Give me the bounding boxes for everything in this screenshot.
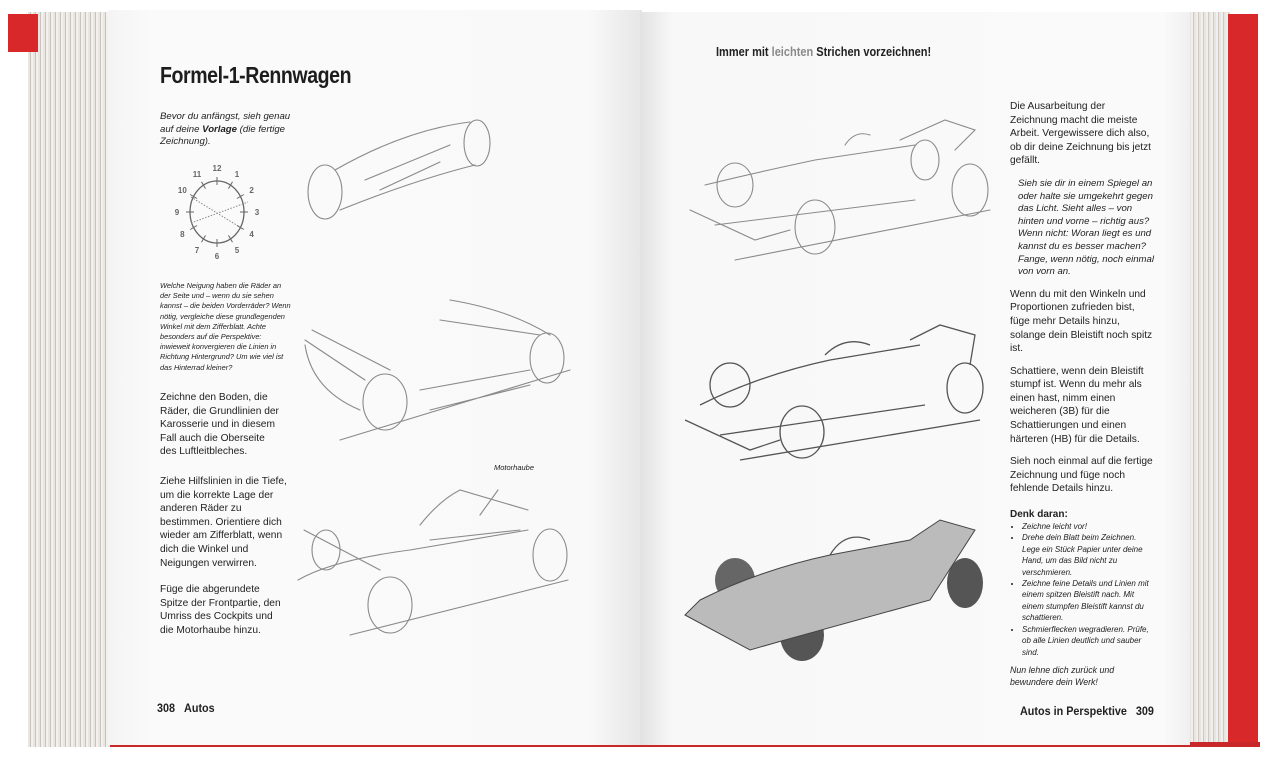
- paragraph-4: Sieh noch einmal auf die fertige Zeichnu…: [1010, 456, 1153, 495]
- right-text-column: Die Ausarbeitung der Zeichnung macht die…: [1010, 100, 1155, 688]
- paragraph-1: Die Ausarbeitung der Zeichnung macht die…: [1010, 101, 1152, 167]
- step-3-text: Füge die abgerundete Spitze der Frontpar…: [160, 584, 281, 636]
- clock-tick: [236, 225, 245, 230]
- paragraph-3: Schattiere, wenn dein Bleistift stumpf i…: [1010, 365, 1144, 445]
- clock-tick: [201, 235, 206, 243]
- page-footer-left: 308 Autos: [157, 701, 215, 715]
- clock-number: 8: [180, 230, 185, 239]
- clock-number: 4: [249, 230, 254, 239]
- clock-tick: [236, 194, 245, 199]
- page-header: Immer mit leichten Strichen vorzeichnen!: [716, 45, 932, 59]
- motorhaube-label: Motorhaube: [494, 463, 535, 472]
- tips-title: Denk daran:: [1010, 509, 1068, 521]
- clock-number: 3: [255, 208, 260, 217]
- book-cover-left: [8, 14, 38, 52]
- tips-box: Denk daran: Zeichne leicht vor! Drehe de…: [1010, 508, 1155, 688]
- clock-number: 2: [249, 186, 254, 195]
- left-text-column: Bevor du anfängst, sieh genau auf deine …: [160, 111, 292, 637]
- section-left: Autos: [184, 701, 215, 715]
- clock-number: 5: [235, 246, 240, 255]
- tip-item: Drehe dein Blatt beim Zeichnen. Lege ein…: [1022, 532, 1155, 578]
- tip-item: Schmierflecken wegradieren. Prüfe, ob al…: [1022, 624, 1155, 658]
- clock-numbers: 12 12 3 45 6 7 8 9 10 11: [175, 164, 260, 261]
- page-footer-right: Autos in Perspektive 309: [1020, 704, 1154, 718]
- sketch-step-2: [304, 299, 571, 441]
- paragraph-1-italic: Sieh sie dir in einem Spiegel an oder ha…: [1018, 177, 1154, 278]
- finished-drawing: [684, 519, 983, 661]
- page-title: Formel-1-Rennwagen: [160, 62, 352, 88]
- intro-text: Bevor du anfängst, sieh genau auf deine …: [160, 111, 291, 148]
- clock-number: 10: [178, 186, 187, 195]
- tips-list: Zeichne leicht vor! Drehe dein Blatt bei…: [1010, 521, 1155, 658]
- clock-number: 12: [213, 164, 222, 173]
- clock-number: 6: [215, 252, 220, 261]
- step-1-text: Zeichne den Boden, die Räder, die Grundl…: [160, 392, 279, 458]
- clock-tick: [228, 181, 233, 189]
- page-number-right: 309: [1135, 704, 1154, 718]
- book-cover-right: [1228, 14, 1258, 747]
- clock-tick: [201, 181, 206, 189]
- clock-tick: [189, 194, 198, 199]
- clock-number: 1: [235, 170, 240, 179]
- sketch-step-1: [307, 119, 491, 220]
- paragraph-2: Wenn du mit den Winkeln und Proportionen…: [1010, 288, 1153, 355]
- closing-text: Nun lehne dich zurück und bewundere dein…: [1010, 664, 1115, 687]
- sketch-step-5: [684, 324, 984, 461]
- step-2-text: Ziehe Hilfslinien in die Tiefe, um die k…: [160, 476, 287, 569]
- perspective-note: Welche Neigung haben die Räder an der Se…: [160, 281, 291, 372]
- section-right: Autos in Perspektive: [1020, 704, 1127, 718]
- page-edges-right: [1186, 12, 1230, 747]
- clock-number: 11: [193, 170, 202, 179]
- page-edges-left: [28, 12, 114, 747]
- clock-tick: [189, 225, 198, 230]
- clock-number: 7: [195, 246, 200, 255]
- tip-item: Zeichne leicht vor!: [1022, 521, 1155, 532]
- clock-number: 9: [175, 208, 180, 217]
- sketch-step-3: [297, 489, 569, 636]
- clock-face-diagram: 12 12 3 45 6 7 8 9 10 11: [175, 164, 260, 261]
- clock-tick: [228, 235, 233, 243]
- page-number-left: 308: [157, 701, 176, 715]
- sketch-step-4: [689, 119, 991, 261]
- tip-item: Zeichne feine Details und Linien mit ein…: [1022, 578, 1155, 624]
